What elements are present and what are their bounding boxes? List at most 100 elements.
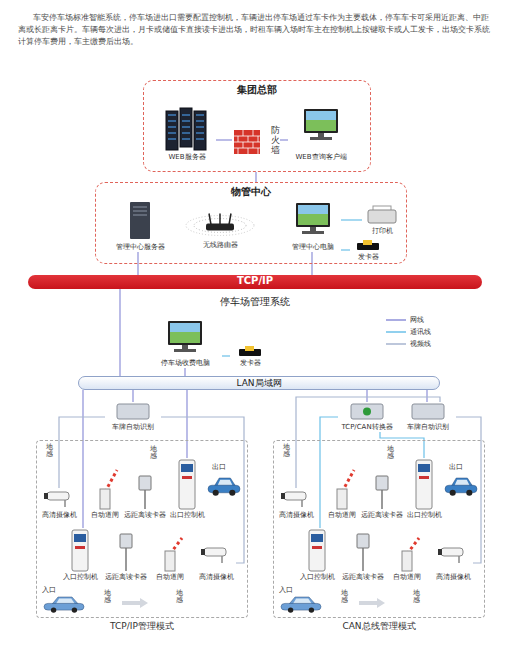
plate-recognizer	[412, 404, 444, 419]
card-reader: 远距离读卡器	[103, 532, 149, 582]
connector	[222, 355, 230, 356]
lane-label: 地感	[150, 446, 157, 460]
camera-body	[441, 548, 463, 556]
lane-label: 入口	[279, 586, 293, 595]
monitor-base	[174, 349, 196, 352]
server-icon	[166, 108, 206, 150]
antenna	[219, 214, 221, 225]
lane-label: 入口	[42, 586, 56, 595]
rack-light	[196, 121, 204, 122]
legend-line	[386, 343, 406, 345]
monitor-screen	[170, 323, 200, 343]
device-label: 自动道闸	[393, 573, 421, 582]
connector	[132, 390, 133, 402]
lane-label: 地感	[341, 590, 348, 604]
converter-box	[351, 404, 383, 419]
brick-line	[243, 130, 244, 136]
barrier-gate	[165, 538, 182, 571]
lan-bar: LAN局域网	[78, 376, 440, 390]
device-label: 自动道闸	[328, 511, 356, 520]
device-label: 远距离读卡器	[105, 573, 147, 582]
entry-controller: 入口控制机	[297, 528, 337, 582]
camera-body	[47, 492, 69, 500]
card	[245, 346, 254, 351]
connector	[311, 252, 312, 275]
card-issuer: 发卡器	[350, 240, 386, 262]
lane-label: 出口	[212, 463, 226, 472]
reader-panel	[357, 534, 369, 548]
car-wheel	[51, 607, 56, 612]
connector	[186, 390, 187, 458]
controller-screen	[418, 464, 430, 472]
pc-icon	[168, 321, 202, 352]
connector	[366, 390, 367, 402]
monitor-stand	[310, 227, 316, 231]
device-label: 高清摄像机	[279, 511, 314, 520]
device-label: 远距离读卡器	[124, 511, 166, 520]
drive-bay	[133, 215, 147, 216]
device-label: 高清摄像机	[199, 573, 234, 582]
device-label: 车牌自动识别	[407, 422, 449, 432]
lane-label: 出口	[449, 463, 463, 472]
reader-pole	[381, 488, 383, 509]
card-reader	[376, 476, 388, 509]
car-window	[455, 480, 470, 486]
road-arrow	[122, 598, 148, 608]
barrier-gate: 自动道闸	[88, 468, 122, 520]
pc-icon	[296, 203, 330, 234]
monitor-base	[302, 231, 324, 234]
reader-panel	[139, 476, 151, 490]
legend-line	[386, 341, 406, 347]
network-band: TCP/IP	[28, 275, 482, 289]
legend-line	[386, 317, 406, 323]
camera-lens	[281, 493, 285, 499]
car-icon	[281, 597, 321, 613]
car-cabin	[289, 597, 315, 604]
reader-panel	[120, 534, 132, 548]
barrier-gate	[402, 538, 419, 571]
rack-light	[168, 121, 176, 122]
lane-label: 地感	[104, 590, 111, 604]
device-label: 入口控制机	[300, 573, 335, 582]
car-icon	[445, 478, 477, 496]
car-wheel	[288, 607, 293, 612]
rack-light	[196, 139, 204, 140]
reader-panel	[376, 476, 388, 490]
monitor-screen	[170, 323, 200, 332]
car-wheel	[229, 490, 235, 496]
server-icon: WEB服务器	[158, 106, 216, 162]
antenna	[229, 214, 231, 225]
controller-body	[179, 460, 195, 509]
barrier-gate: 自动道闸	[152, 536, 188, 582]
connector	[161, 417, 244, 563]
reader-pole	[144, 488, 146, 509]
device-label: 远距离读卡器	[361, 511, 403, 520]
connector	[380, 432, 424, 458]
car-icon	[208, 478, 240, 496]
intro-text: 车安停车场标准智能系统，停车场进出口需要配置控制机，车辆进出停车场通过车卡作为主…	[18, 12, 492, 48]
server-icon: 管理中心服务器	[112, 200, 168, 252]
legend-text: 通讯线	[410, 327, 431, 337]
brick-line	[253, 130, 254, 136]
connector	[341, 219, 362, 220]
region-title: 物管中心	[231, 186, 271, 198]
firewall-icon	[234, 130, 260, 154]
camera-icon	[281, 492, 306, 507]
lane-label: 地感	[283, 444, 290, 458]
brick-line	[238, 136, 239, 142]
monitor-frame	[296, 203, 330, 227]
card-slot	[419, 476, 429, 479]
antenna	[209, 214, 211, 225]
camera-icon: 高清摄像机	[277, 488, 316, 520]
car-wheel	[72, 607, 77, 612]
lane-label: 地感	[387, 446, 394, 460]
car-icon	[44, 597, 84, 613]
brick-line	[243, 142, 244, 148]
camera-icon: 高清摄像机	[433, 544, 473, 582]
car-wheel	[450, 490, 456, 496]
barrier-gate	[337, 470, 354, 509]
server-rack	[166, 111, 178, 150]
monitor-stand	[182, 345, 188, 349]
region-box: 管理中心服务器无线路由器管理中心电脑打印机发卡器物管中心	[95, 182, 407, 264]
plate-recognizer: 车牌自动识别	[400, 402, 456, 432]
